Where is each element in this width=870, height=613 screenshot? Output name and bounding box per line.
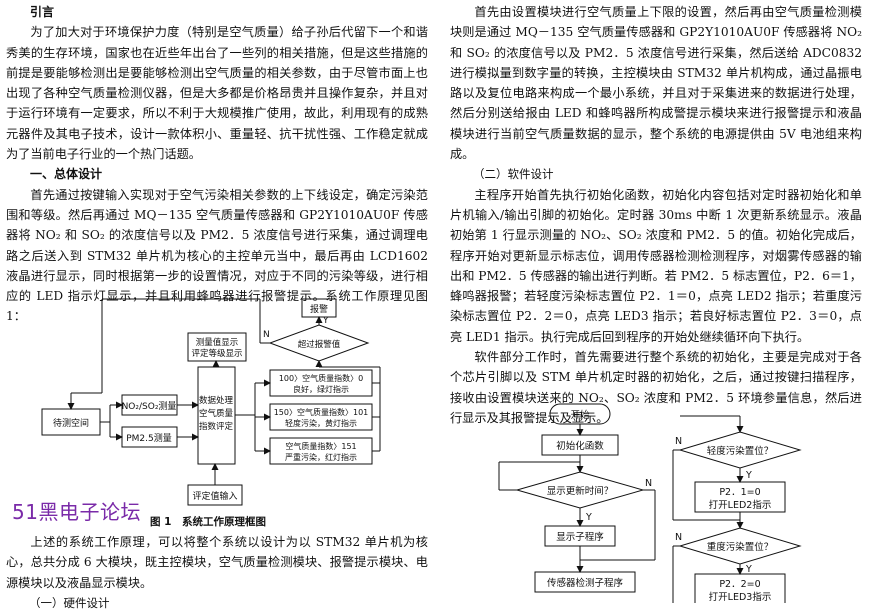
sensor-sub-box bbox=[534, 571, 636, 593]
heavy-q-label: 重度污染置位？ bbox=[707, 541, 774, 553]
display-sub-label: 显示子程序 bbox=[556, 531, 604, 543]
light-y-label: Y bbox=[745, 470, 752, 481]
program-flowchart: 开始 初始化函数 显示更新时间？ 显示子程序 传感器检测子程序 Y N 轻度污染… bbox=[498, 403, 802, 603]
update-label: 显示更新时间？ bbox=[547, 485, 614, 497]
init-label: 初始化函数 bbox=[556, 440, 604, 452]
after-figure-paragraph: 上述的系统工作原理，可以将整个系统以设计为以 STM32 单片机为核心，总共分成… bbox=[6, 535, 428, 590]
p22-label: P2．2=0 bbox=[719, 579, 760, 590]
update-n-label: N bbox=[645, 478, 652, 489]
heavy-y-label: Y bbox=[745, 564, 752, 575]
range2-line1: 150〉空气质量指数〉101 bbox=[274, 407, 369, 417]
n-label: N bbox=[263, 330, 270, 340]
process-label-1: 数据处理 bbox=[199, 395, 234, 406]
range3-line2: 严重污染，红灯指示 bbox=[285, 452, 357, 462]
heavy-n-label: N bbox=[675, 532, 682, 543]
start-label: 开始 bbox=[570, 409, 590, 421]
system-block-diagram: 待测空间 NO₂/SO₂测量 PM2.5测量 数据处理 空气质量 指数评定 测量… bbox=[41, 298, 381, 506]
right-column: 首先由设置模块进行空气质量上下限的设置，然后再由空气质量检测模块则是通过 MQ－… bbox=[450, 2, 862, 428]
section1-paragraph: 首先通过按键输入实现对于空气污染相关参数的上下线设定，确定污染范围和等级。然后再… bbox=[6, 187, 428, 324]
led3-label: 打开LED3指示 bbox=[709, 591, 772, 603]
display-label-1: 测量值显示 bbox=[196, 337, 239, 348]
range1-line2: 良好，绿灯指示 bbox=[293, 384, 349, 394]
left-column-lower: 上述的系统工作原理，可以将整个系统以设计为以 STM32 单片机为核心，总共分成… bbox=[6, 532, 428, 613]
range2-line2: 轻度污染，黄灯指示 bbox=[285, 418, 357, 428]
display-label-2: 评定等级显示 bbox=[191, 348, 242, 359]
light-q-label: 轻度污染置位？ bbox=[707, 445, 774, 457]
y-label: Y bbox=[322, 316, 329, 326]
led2-label: 打开LED2指示 bbox=[709, 499, 772, 511]
no2-so2-label: NO₂/SO₂测量 bbox=[122, 401, 177, 412]
light-n-label: N bbox=[675, 436, 682, 447]
software-subheading: （二）软件设计 bbox=[473, 167, 554, 182]
range3-line1: 空气质量指数〉151 bbox=[285, 441, 356, 451]
right-paragraph-2: 主程序开始首先执行初始化函数，初始化内容包括对定时器初始化和单片机输入/输出引脚… bbox=[450, 187, 862, 344]
right-paragraph-3: 软件部分工作时，首先需要进行整个系统的初始化，主要是完成对于各个芯片引脚以及 S… bbox=[450, 350, 862, 425]
p21-label: P2．1=0 bbox=[719, 487, 760, 498]
pm25-label: PM2.5测量 bbox=[126, 433, 172, 444]
intro-heading: 引言 bbox=[30, 5, 55, 19]
sensor-sub-label: 传感器检测子程序 bbox=[547, 577, 624, 589]
figure1-caption: 图 1 系统工作原理框图 bbox=[150, 516, 266, 528]
section1-heading: 一、总体设计 bbox=[30, 167, 103, 182]
exceed-label: 超过报警值 bbox=[298, 339, 341, 350]
right-paragraph-1: 首先由设置模块进行空气质量上下限的设置，然后再由空气质量检测模块则是通过 MQ－… bbox=[450, 5, 862, 162]
detect-space-label: 待测空间 bbox=[53, 417, 89, 429]
left-column: 引言 为了加大对于环境保护力度（特别是空气质量）给子孙后代留下一个和谐秀美的生存… bbox=[6, 2, 428, 327]
update-y-label: Y bbox=[585, 512, 592, 523]
forum-logo: 51黑电子论坛 bbox=[12, 500, 141, 524]
range1-line1: 100〉空气质量指数〉0 bbox=[279, 373, 363, 383]
intro-paragraph: 为了加大对于环境保护力度（特别是空气质量）给子孙后代留下一个和谐秀美的生存环境，… bbox=[6, 25, 428, 162]
process-label-3: 指数评定 bbox=[199, 421, 234, 432]
process-label-2: 空气质量 bbox=[199, 408, 234, 419]
input-label: 评定值输入 bbox=[192, 490, 237, 502]
alarm-label: 报警 bbox=[310, 303, 328, 315]
